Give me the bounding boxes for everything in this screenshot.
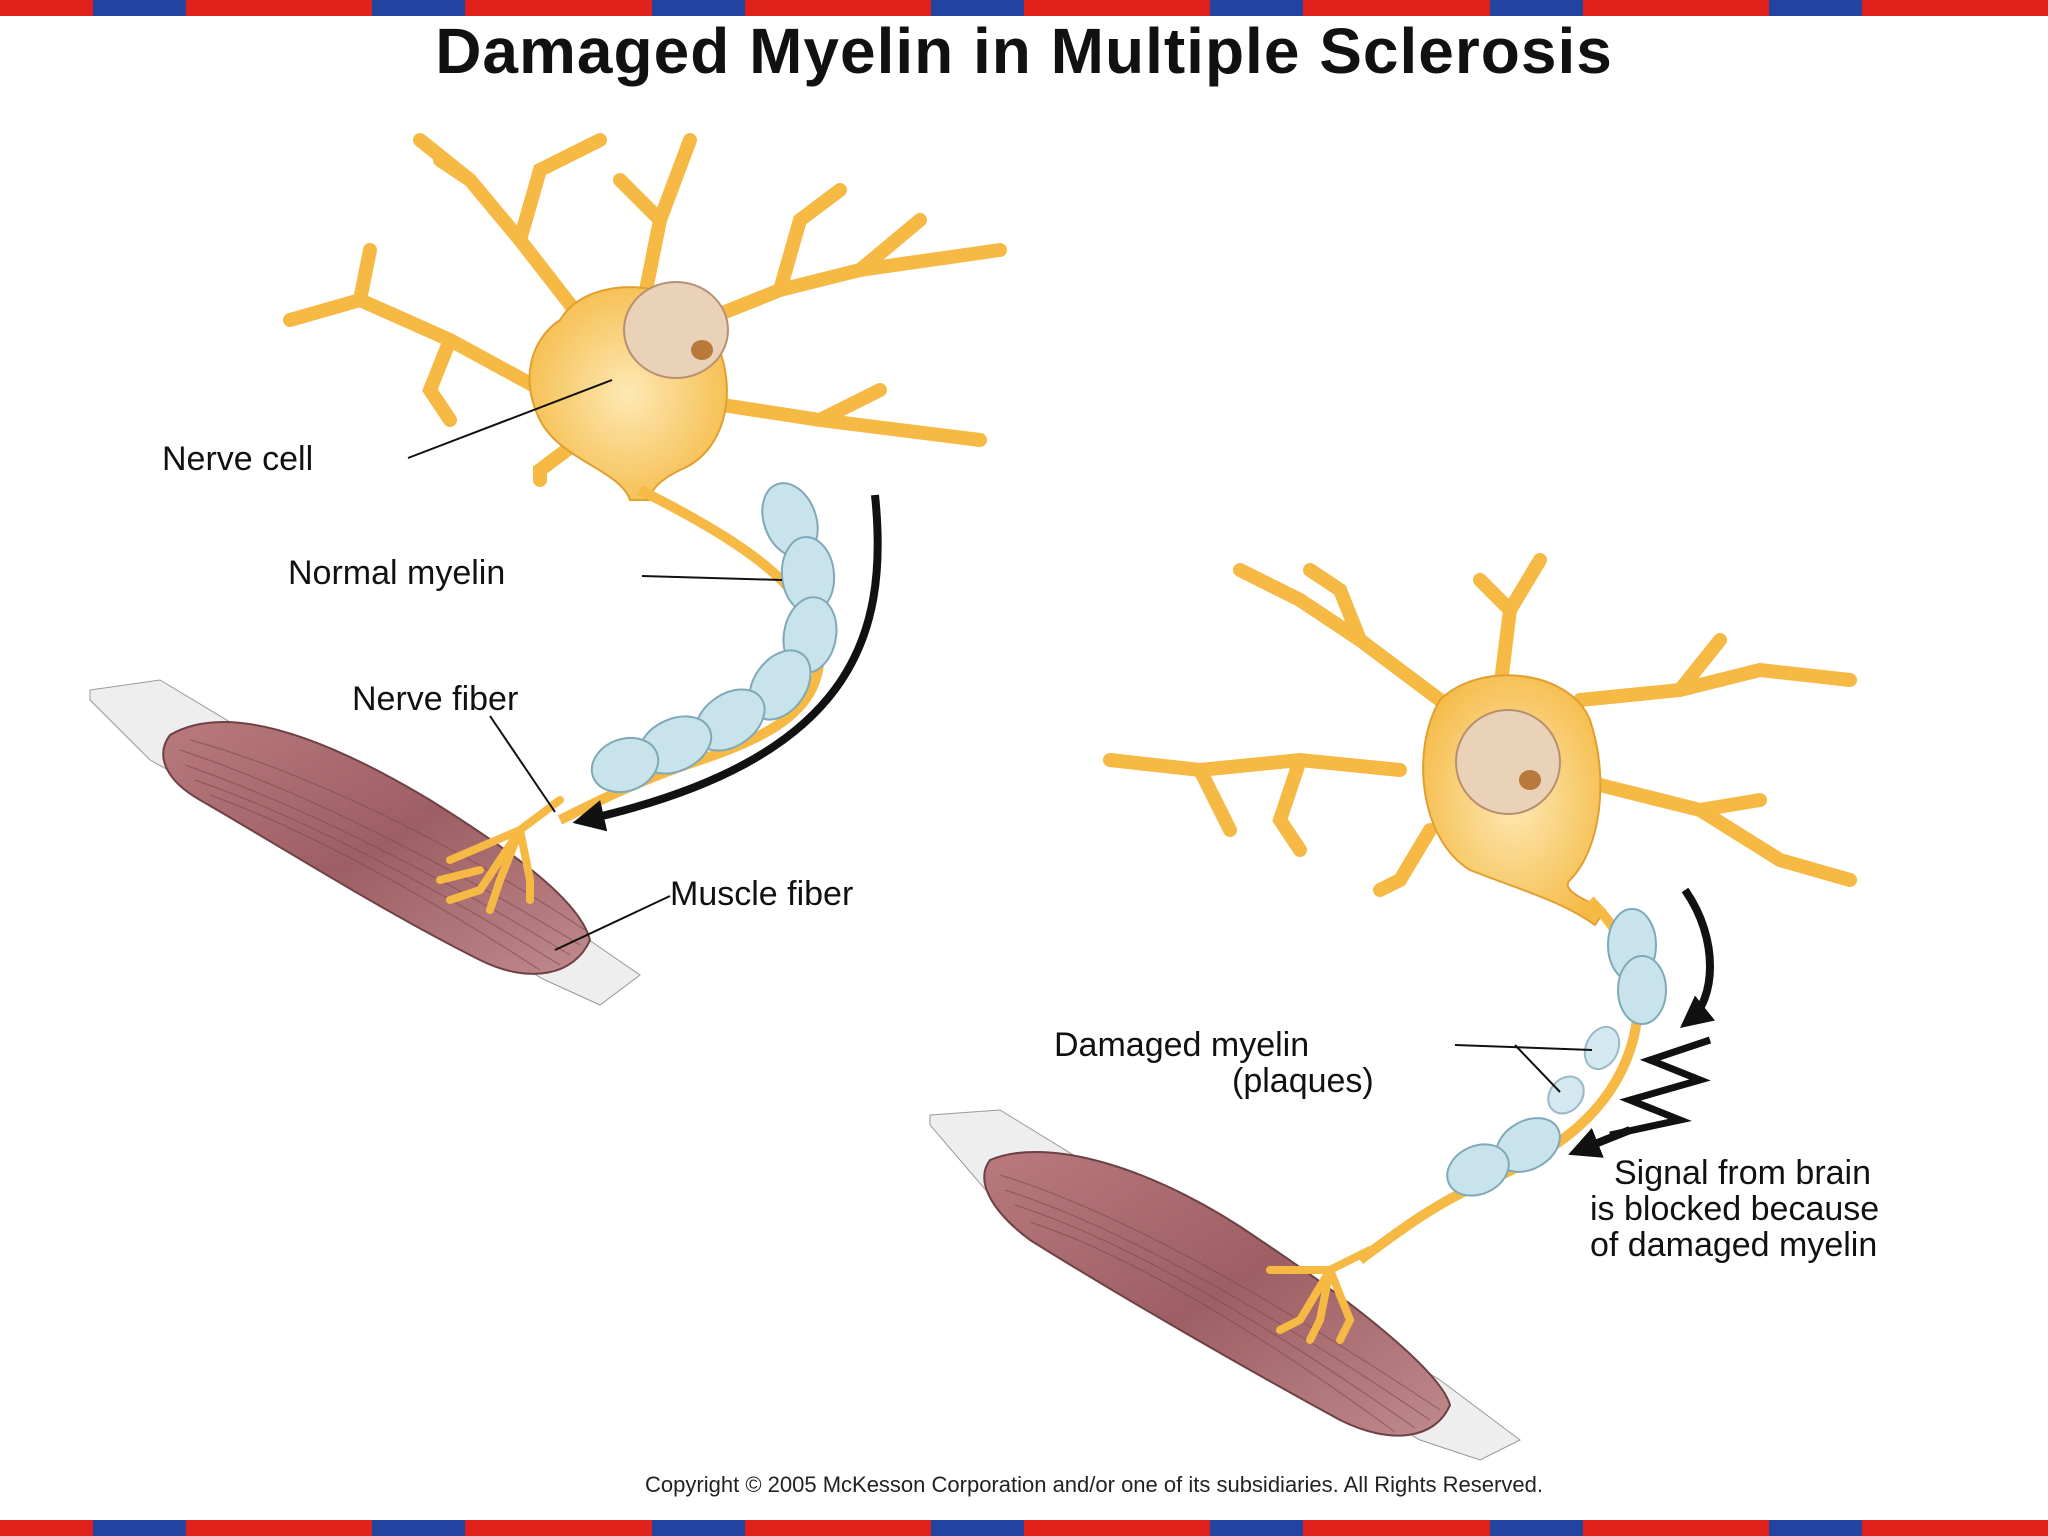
leader-lines-left	[407, 379, 783, 951]
stripe-segment	[1117, 1520, 1211, 1536]
signal-arrow-right	[1680, 887, 1715, 1029]
label-nerve-fiber: Nerve fiber	[352, 680, 518, 718]
stripe-segment	[1954, 1520, 2048, 1536]
stripe-segment	[1024, 1520, 1118, 1536]
label-nerve-cell: Nerve cell	[162, 440, 313, 478]
label-plaques: (plaques)	[1232, 1062, 1374, 1100]
stripe-segment	[1396, 1520, 1490, 1536]
normal-neuron: Nerve cell Normal myelin Nerve fiber Mus…	[89, 133, 1007, 1006]
muscle-fiber-left	[89, 679, 641, 1006]
nerve-ending-right	[1266, 1246, 1374, 1344]
stripe-segment	[558, 0, 652, 16]
stripe-segment	[744, 1520, 838, 1536]
bottom-border-stripe	[0, 1520, 2048, 1536]
remaining-myelin	[1446, 908, 1667, 1197]
stripe-segment	[1024, 0, 1118, 16]
stripe-segment	[1768, 1520, 1862, 1536]
copyright-notice: Copyright © 2005 McKesson Corporation an…	[645, 1472, 1543, 1497]
label-normal-myelin: Normal myelin	[288, 554, 505, 592]
stripe-segment	[1582, 1520, 1676, 1536]
stripe-segment	[558, 1520, 652, 1536]
dendrites-left	[283, 133, 1007, 487]
nucleolus-left	[691, 340, 713, 360]
stripe-segment	[93, 0, 187, 16]
stripe-segment	[465, 1520, 559, 1536]
stripe-segment	[744, 0, 838, 16]
nucleus-left	[623, 281, 729, 379]
stripe-segment	[1489, 0, 1583, 16]
label-signal-line2: is blocked because	[1590, 1190, 1879, 1228]
nucleolus-right	[1519, 770, 1541, 790]
stripe-segment	[1396, 0, 1490, 16]
stripe-segment	[651, 1520, 745, 1536]
signal-arrow-left	[572, 494, 882, 832]
blocked-signal-zigzag	[1609, 1036, 1712, 1139]
stripe-segment	[1861, 0, 1955, 16]
stripe-segment	[1768, 0, 1862, 16]
stripe-segment	[279, 1520, 373, 1536]
stripe-segment	[930, 0, 1025, 16]
stripe-segment	[372, 0, 466, 16]
stripe-segment	[372, 1520, 466, 1536]
dendrites-right	[1103, 553, 1857, 897]
stripe-segment	[1582, 0, 1676, 16]
stripe-segment	[1675, 1520, 1769, 1536]
stripe-segment	[279, 0, 373, 16]
nucleus-right	[1455, 709, 1561, 815]
normal-myelin-sheath	[590, 482, 838, 794]
stripe-segment	[186, 1520, 280, 1536]
damaged-neuron: Damaged myelin (plaques) Signal from bra…	[929, 553, 1879, 1461]
stripe-segment	[1303, 0, 1397, 16]
stripe-segment	[1303, 1520, 1397, 1536]
diagram-title: Damaged Myelin in Multiple Sclerosis	[435, 15, 1613, 87]
stripe-segment	[1117, 0, 1211, 16]
stripe-segment	[0, 1520, 94, 1536]
stripe-segment	[93, 1520, 187, 1536]
stripe-segment	[1954, 0, 2048, 16]
stripe-segment	[186, 0, 280, 16]
nerve-ending-left	[436, 796, 564, 914]
label-muscle-fiber: Muscle fiber	[670, 875, 853, 913]
damaged-myelin-plaques	[1547, 1025, 1621, 1115]
stripe-segment	[930, 1520, 1025, 1536]
label-damaged-myelin: Damaged myelin	[1054, 1026, 1309, 1064]
leader-lines-right	[1454, 1044, 1593, 1093]
muscle-fiber-right	[929, 1109, 1521, 1461]
top-border-stripe	[0, 0, 2048, 16]
stripe-segment	[837, 0, 931, 16]
label-signal-line3: of damaged myelin	[1590, 1226, 1877, 1264]
stripe-segment	[465, 0, 559, 16]
label-signal-line1: Signal from brain	[1614, 1154, 1871, 1192]
stripe-segment	[651, 0, 745, 16]
stripe-segment	[0, 0, 94, 16]
stripe-segment	[837, 1520, 931, 1536]
stripe-segment	[1861, 1520, 1955, 1536]
stripe-segment	[1210, 0, 1304, 16]
blocked-signal-arrow	[1568, 1126, 1632, 1158]
stripe-segment	[1675, 0, 1769, 16]
stripe-segment	[1210, 1520, 1304, 1536]
stripe-segment	[1489, 1520, 1583, 1536]
